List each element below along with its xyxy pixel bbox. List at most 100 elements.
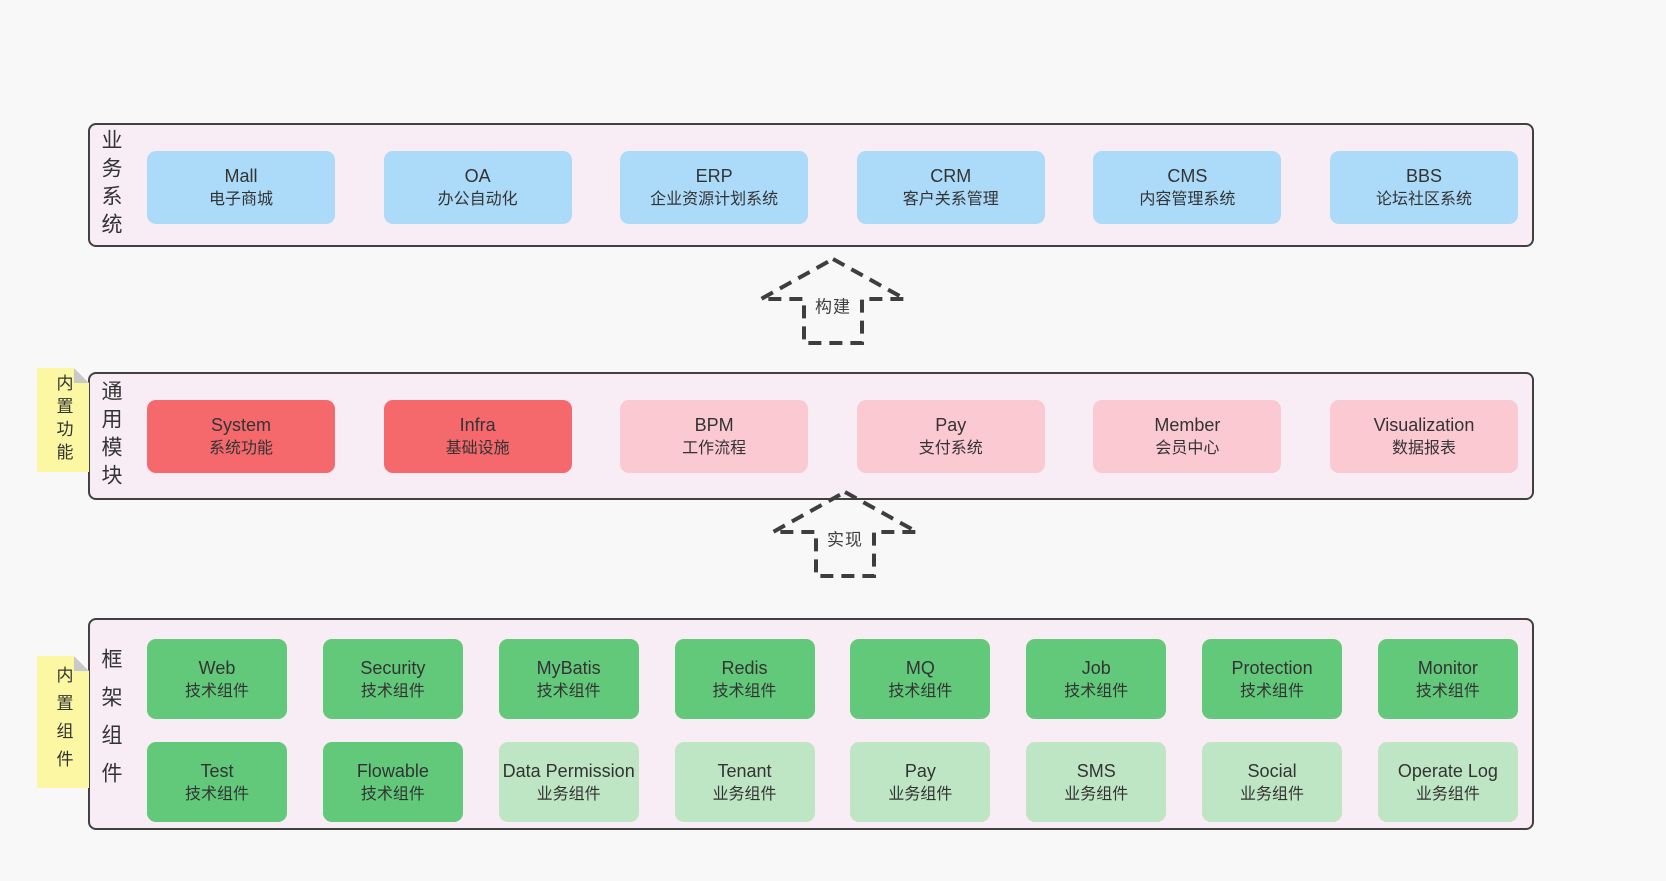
components-row-1: Web 技术组件 Security 技术组件 MyBatis 技术组件 Redi…: [147, 639, 1518, 719]
box-subtitle: 业务组件: [1064, 785, 1129, 803]
note-text: 内置功能: [53, 374, 73, 466]
box-system: System 系统功能: [147, 400, 335, 473]
box-pay-system: Pay 支付系统: [856, 400, 1045, 473]
implement-arrow-label: 实现: [824, 525, 866, 551]
layer-label-modules: 通用模块: [99, 380, 122, 492]
box-visualization: Visualization 数据报表: [1329, 400, 1518, 473]
box-subtitle: 技术组件: [360, 785, 425, 803]
build-arrow: 构建: [758, 256, 908, 346]
modules-boxes-row: System 系统功能 Infra 基础设施 BPM 工作流程 Pay 支付系统…: [147, 400, 1518, 473]
box-protection: Protection 技术组件: [1202, 639, 1343, 719]
box-title: Data Permission: [502, 760, 635, 781]
box-subtitle: 技术组件: [1415, 682, 1480, 700]
box-title: System: [210, 415, 271, 435]
box-subtitle: 数据报表: [1391, 440, 1456, 457]
box-data-permission: Data Permission 业务组件: [498, 742, 639, 822]
box-social: Social 业务组件: [1202, 742, 1343, 822]
box-title: CMS: [1167, 166, 1208, 186]
box-subtitle: 技术组件: [360, 682, 425, 700]
box-subtitle: 系统功能: [208, 440, 273, 457]
layer-business-systems: 业务系统 Mall 电子商城 OA 办公自动化 ERP 企业资源计划系统 CRM…: [88, 123, 1534, 247]
box-tenant: Tenant 业务组件: [674, 742, 815, 822]
box-title: Visualization: [1373, 415, 1475, 435]
box-subtitle: 客户关系管理: [902, 191, 999, 208]
box-mq: MQ 技术组件: [850, 639, 991, 719]
note-text: 内置组件: [53, 666, 73, 778]
box-cms: CMS 内容管理系统: [1093, 151, 1282, 224]
sticky-note-built-in-features: 内置功能: [37, 368, 89, 472]
box-title: Protection: [1231, 657, 1313, 678]
components-row-2: Test 技术组件 Flowable 技术组件 Data Permission …: [147, 742, 1518, 822]
box-bbs: BBS 论坛社区系统: [1329, 151, 1518, 224]
box-bpm: BPM 工作流程: [620, 400, 809, 473]
box-test: Test 技术组件: [147, 742, 287, 822]
box-title: Member: [1154, 415, 1221, 435]
box-subtitle: 技术组件: [1064, 682, 1129, 700]
box-subtitle: 论坛社区系统: [1375, 191, 1472, 208]
box-title: Mall: [224, 166, 258, 186]
box-title: Web: [198, 657, 236, 678]
box-title: Monitor: [1417, 657, 1478, 678]
box-title: Redis: [721, 657, 768, 678]
box-web: Web 技术组件: [147, 639, 287, 719]
box-subtitle: 会员中心: [1155, 440, 1220, 457]
box-subtitle: 支付系统: [918, 440, 983, 457]
box-subtitle: 业务组件: [1240, 785, 1305, 803]
box-member: Member 会员中心: [1093, 400, 1282, 473]
box-infra: Infra 基础设施: [383, 400, 572, 473]
box-redis: Redis 技术组件: [674, 639, 815, 719]
box-title: CRM: [930, 166, 972, 186]
sticky-note-built-in-components: 内置组件: [37, 656, 89, 788]
box-subtitle: 基础设施: [445, 440, 510, 457]
box-title: BPM: [694, 415, 734, 435]
business-boxes-row: Mall 电子商城 OA 办公自动化 ERP 企业资源计划系统 CRM 客户关系…: [147, 151, 1518, 224]
build-arrow-label: 构建: [812, 292, 854, 318]
box-security: Security 技术组件: [322, 639, 463, 719]
up-arrow-dashed-icon: [758, 256, 908, 345]
box-title: Pay: [935, 415, 967, 435]
box-title: Flowable: [356, 760, 429, 781]
box-title: SMS: [1076, 760, 1116, 781]
box-title: Job: [1081, 657, 1111, 678]
box-job: Job 技术组件: [1026, 639, 1167, 719]
folded-corner-icon: [74, 656, 89, 671]
box-subtitle: 工作流程: [682, 440, 747, 457]
box-subtitle: 办公自动化: [437, 191, 518, 208]
box-title: Social: [1247, 760, 1297, 781]
box-flowable: Flowable 技术组件: [322, 742, 463, 822]
box-title: Tenant: [717, 760, 772, 781]
box-erp: ERP 企业资源计划系统: [620, 151, 809, 224]
up-arrow-dashed-icon: [770, 489, 920, 578]
box-title: Pay: [904, 760, 936, 781]
box-oa: OA 办公自动化: [383, 151, 572, 224]
box-subtitle: 技术组件: [888, 682, 953, 700]
box-subtitle: 技术组件: [712, 682, 777, 700]
box-subtitle: 技术组件: [1240, 682, 1305, 700]
box-sms: SMS 业务组件: [1026, 742, 1167, 822]
box-subtitle: 业务组件: [888, 785, 953, 803]
box-title: Infra: [459, 415, 496, 435]
box-subtitle: 内容管理系统: [1139, 191, 1236, 208]
implement-arrow: 实现: [770, 489, 920, 579]
layer-framework-components: 框架组件 Web 技术组件 Security 技术组件 MyBatis 技术组件…: [88, 618, 1534, 830]
box-title: BBS: [1405, 166, 1442, 186]
box-crm: CRM 客户关系管理: [856, 151, 1045, 224]
box-subtitle: 企业资源计划系统: [650, 191, 779, 208]
box-title: MQ: [905, 657, 935, 678]
box-mall: Mall 电子商城: [147, 151, 335, 224]
layer-common-modules: 通用模块 System 系统功能 Infra 基础设施 BPM 工作流程 Pay…: [88, 372, 1534, 500]
box-subtitle: 业务组件: [1415, 785, 1480, 803]
box-subtitle: 技术组件: [536, 682, 601, 700]
box-mybatis: MyBatis 技术组件: [498, 639, 639, 719]
box-title: ERP: [695, 166, 733, 186]
box-subtitle: 业务组件: [536, 785, 601, 803]
box-title: Test: [200, 760, 234, 781]
layer-label-components: 框架组件: [99, 648, 122, 800]
box-title: Security: [360, 657, 426, 678]
box-subtitle: 业务组件: [712, 785, 777, 803]
box-title: MyBatis: [536, 657, 601, 678]
box-title: Operate Log: [1397, 760, 1498, 781]
box-operate-log: Operate Log 业务组件: [1377, 742, 1518, 822]
layer-label-business: 业务系统: [99, 129, 122, 241]
box-pay-component: Pay 业务组件: [850, 742, 991, 822]
